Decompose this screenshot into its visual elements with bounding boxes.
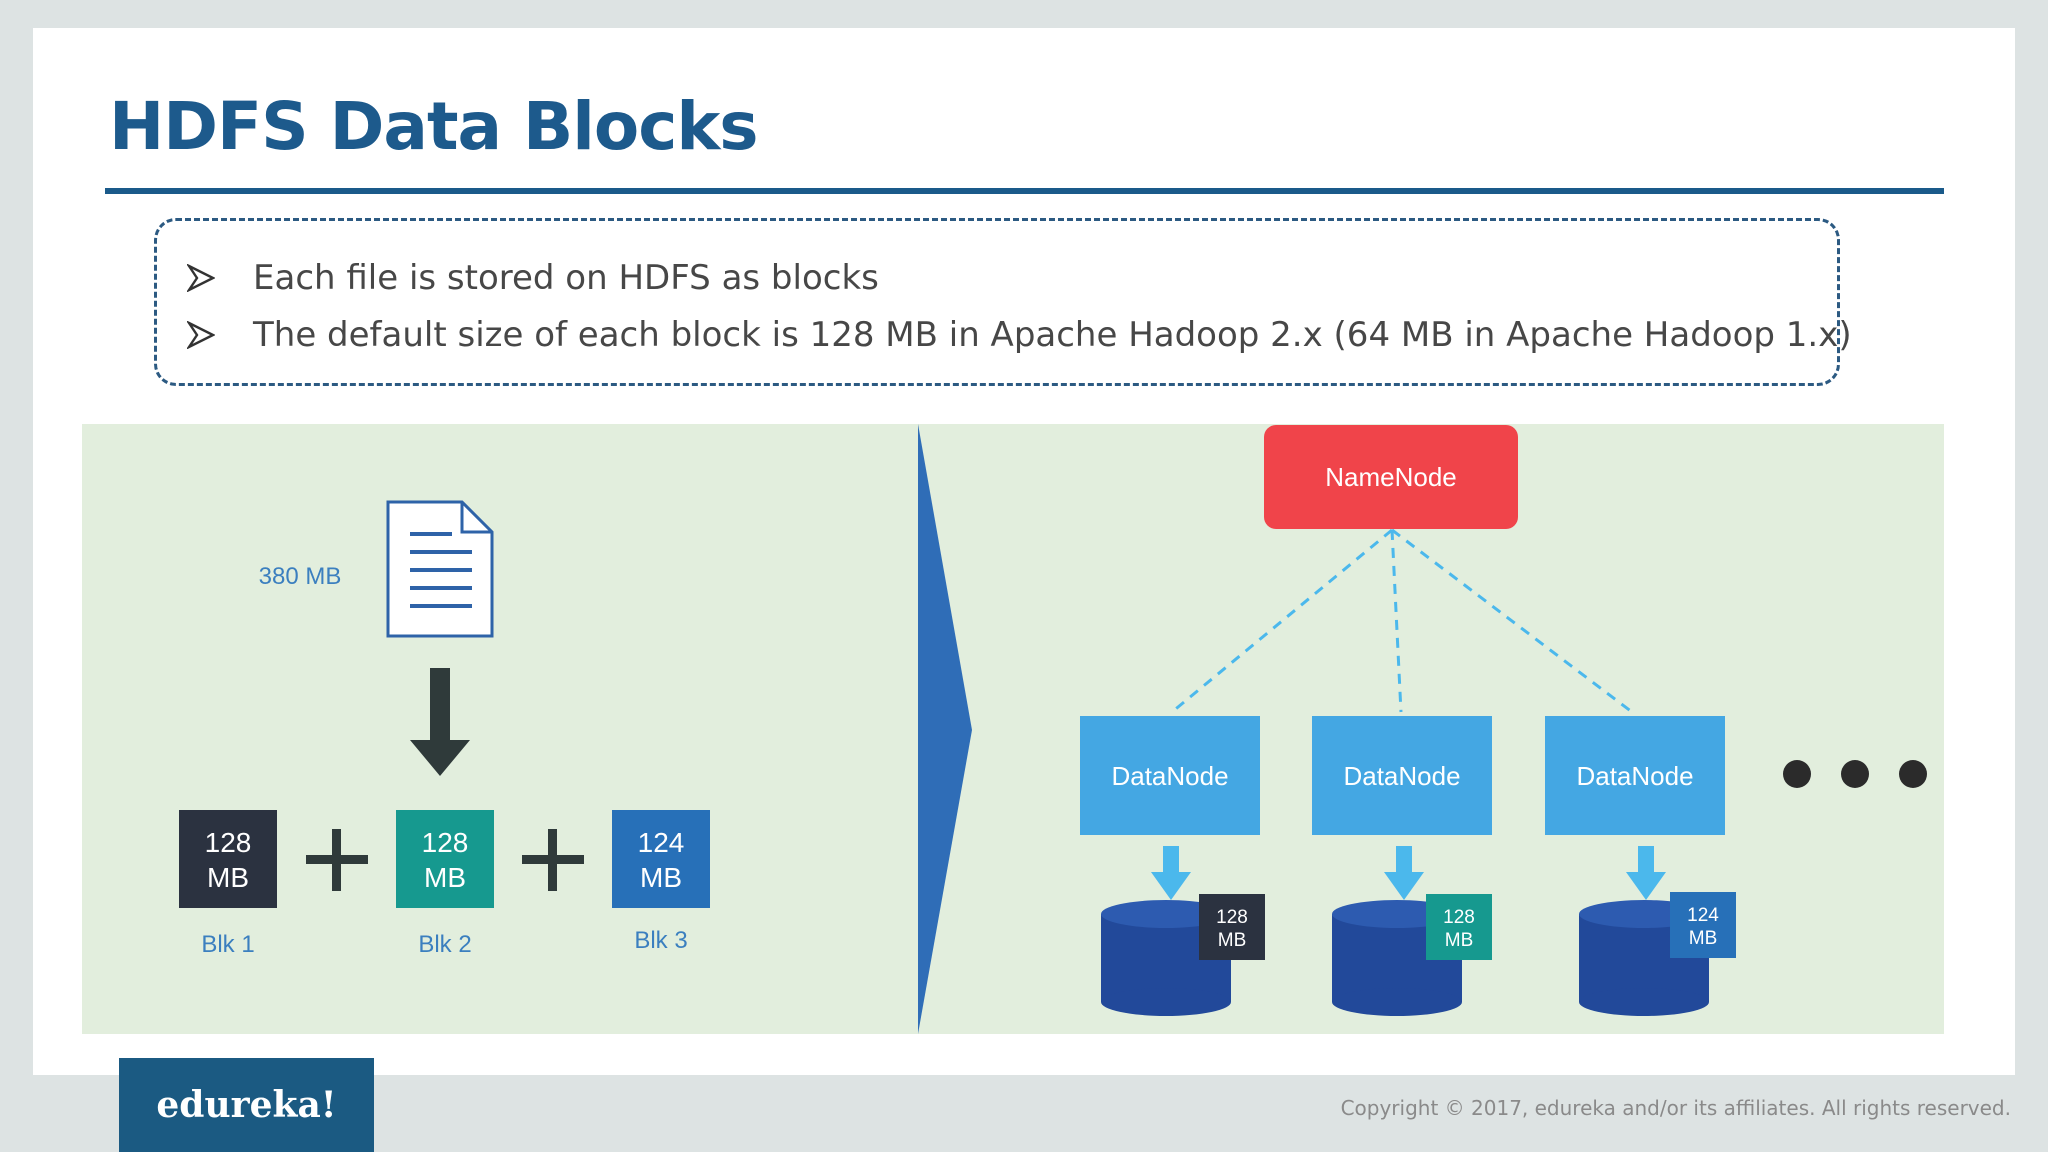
bullet-box: Each file is stored on HDFS as blocks Th… xyxy=(154,218,1852,386)
block-2-unit: MB xyxy=(424,862,466,893)
datanode-label: DataNode xyxy=(1576,761,1693,791)
bullet-text: Each file is stored on HDFS as blocks xyxy=(253,258,879,298)
bullet-text: The default size of each block is 128 MB… xyxy=(253,315,1852,355)
plus-icon xyxy=(522,829,584,891)
bullet-item: Each file is stored on HDFS as blocks xyxy=(187,253,879,303)
document-icon xyxy=(386,500,494,638)
file-size-label: 380 MB xyxy=(259,563,342,590)
stored-block-badge xyxy=(1199,894,1265,960)
block-3-size: 124 xyxy=(638,827,685,858)
arrowhead-bullet-icon xyxy=(187,264,219,292)
stored-block-size: 128 xyxy=(1216,907,1248,928)
datanode-box xyxy=(1545,716,1725,835)
block-3-label: Blk 3 xyxy=(634,927,687,954)
block-1-unit: MB xyxy=(207,862,249,893)
block-2-label: Blk 2 xyxy=(418,931,471,958)
stored-block-unit: MB xyxy=(1218,930,1247,951)
datanode-box xyxy=(1312,716,1492,835)
block-1-size: 128 xyxy=(205,827,252,858)
edureka-logo: edureka! xyxy=(119,1058,374,1152)
copyright-notice: Copyright © 2017, edureka and/or its aff… xyxy=(1340,1096,2011,1120)
datanode-label: DataNode xyxy=(1111,761,1228,791)
datanode-label: DataNode xyxy=(1343,761,1460,791)
chevron-separator-icon xyxy=(918,424,972,1034)
block-2-square xyxy=(396,810,494,908)
stored-block-badge xyxy=(1426,894,1492,960)
title-underline xyxy=(105,188,1944,194)
block-3-square xyxy=(612,810,710,908)
block-3-unit: MB xyxy=(640,862,682,893)
more-nodes-ellipsis-icon xyxy=(1783,760,1927,788)
slide-title: HDFS Data Blocks xyxy=(109,88,759,165)
namenode-connector-lines xyxy=(1171,528,1633,714)
datanode-box xyxy=(1080,716,1260,835)
file-split-panel xyxy=(82,424,922,1034)
split-down-arrow-icon xyxy=(410,668,470,776)
arrowhead-bullet-icon xyxy=(187,321,219,349)
stored-block-size: 128 xyxy=(1443,907,1475,928)
namenode-box xyxy=(1264,425,1518,529)
plus-icon xyxy=(306,829,368,891)
block-1-square xyxy=(179,810,277,908)
block-1-label: Blk 1 xyxy=(201,931,254,958)
block-2-size: 128 xyxy=(422,827,469,858)
stored-block-badge xyxy=(1670,892,1736,958)
namenode-label: NameNode xyxy=(1325,462,1457,492)
stored-block-unit: MB xyxy=(1445,930,1474,951)
stored-block-unit: MB xyxy=(1689,928,1718,949)
stored-block-size: 124 xyxy=(1687,905,1719,926)
bullet-item: The default size of each block is 128 MB… xyxy=(187,310,1852,360)
store-arrow-icon xyxy=(1151,846,1666,900)
